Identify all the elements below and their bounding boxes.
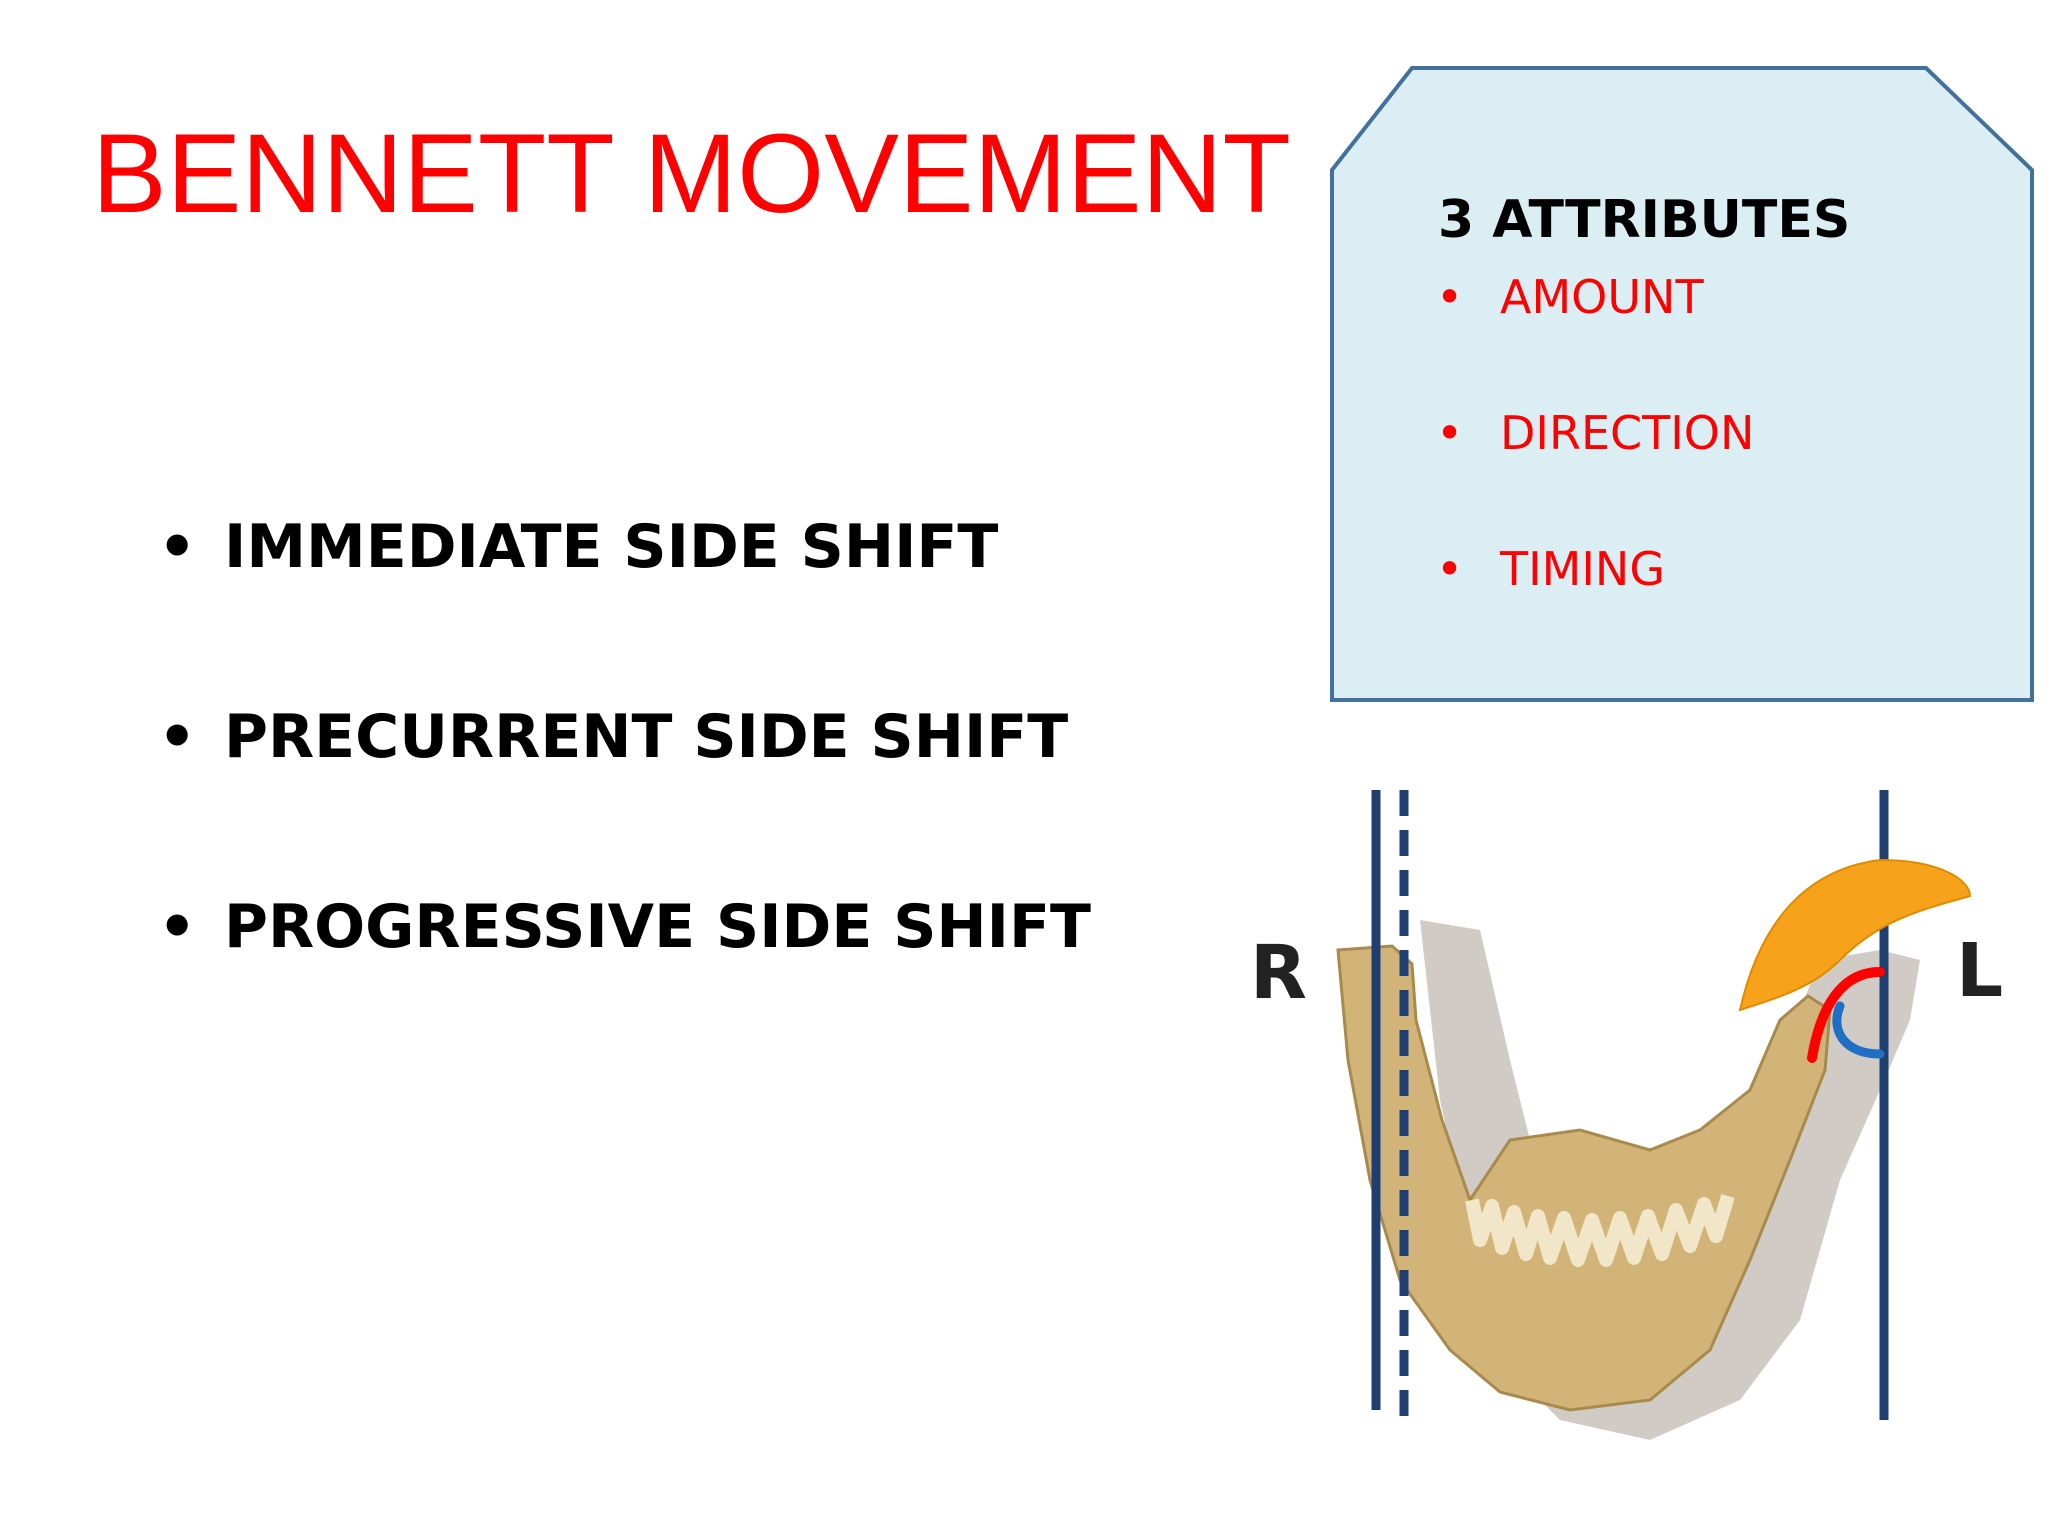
mandible-shape (1336, 944, 1832, 1412)
bullet-icon: • (158, 892, 197, 962)
right-side-label: R (1250, 930, 1307, 1016)
articular-disc-shape (1738, 858, 1972, 1012)
attributes-box: 3 ATTRIBUTES • AMOUNT • DIRECTION • TIMI… (1330, 66, 2034, 702)
attribute-label: AMOUNT (1500, 270, 1704, 324)
mandible-illustration (1336, 790, 1972, 1440)
attribute-label: DIRECTION (1500, 406, 1755, 460)
attribute-label: TIMING (1500, 542, 1665, 596)
condyle-path-red (1807, 967, 1885, 1063)
attributes-title: 3 ATTRIBUTES (1438, 190, 1851, 250)
bullet-icon: • (1436, 406, 1464, 460)
condyle-path-blue (1832, 1001, 1885, 1059)
list-item-label: IMMEDIATE SIDE SHIFT (224, 512, 999, 582)
left-side-label: L (1956, 928, 2004, 1014)
bullet-icon: • (1436, 270, 1464, 324)
slide-title: BENNETT MOVEMENT (92, 111, 1291, 236)
attributes-box-frame (1330, 66, 2034, 702)
teeth-row (1465, 1193, 1735, 1267)
list-item-label: PROGRESSIVE SIDE SHIFT (224, 892, 1091, 962)
mandible-diagram: R L (1180, 760, 2048, 1536)
bullet-icon: • (1436, 542, 1464, 596)
bullet-icon: • (158, 512, 197, 582)
list-item-label: PRECURRENT SIDE SHIFT (224, 702, 1069, 772)
bullet-icon: • (158, 702, 197, 772)
